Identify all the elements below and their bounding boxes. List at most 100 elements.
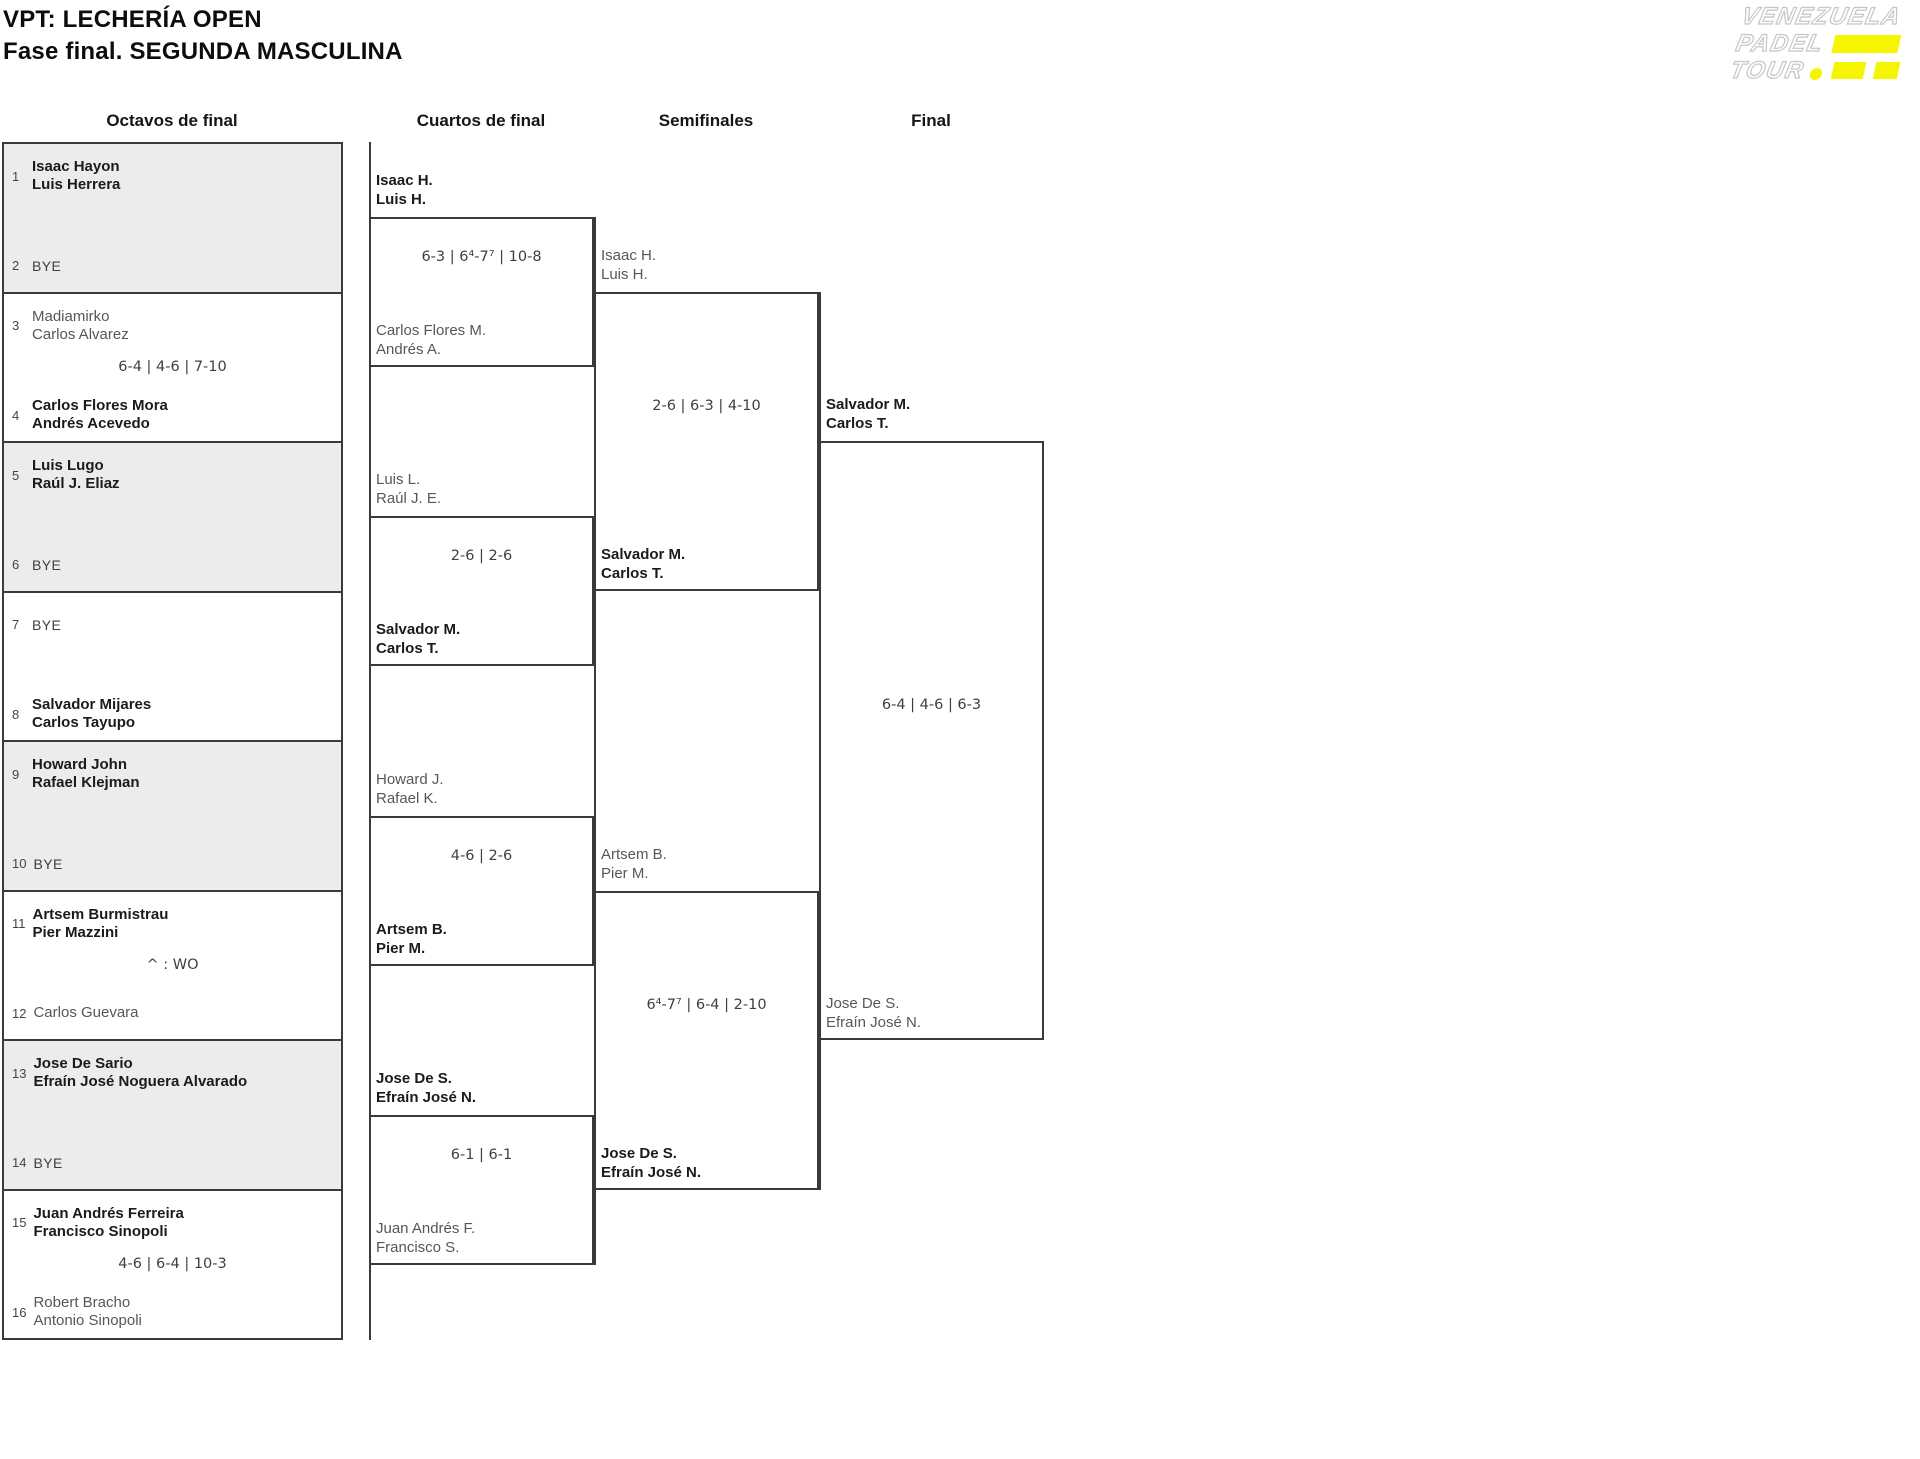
- player-name: Raúl J. Eliaz: [32, 475, 120, 492]
- team-label[interactable]: Artsem B. Pier M.: [601, 845, 816, 883]
- player-name: Carlos Tayupo: [32, 714, 136, 731]
- team-label[interactable]: Isaac H. Luis H.: [376, 171, 591, 209]
- player-name: Andrés A.: [376, 341, 442, 358]
- player-name: Pier M.: [376, 940, 426, 957]
- r16-match-6: 11 Artsem Burmistrau Pier Mazzini ^ : WO…: [4, 889, 341, 1039]
- round-header-octavos: Octavos de final: [106, 111, 238, 130]
- team-label[interactable]: Howard J. Rafael K.: [376, 770, 591, 808]
- qf-match-box-4: [369, 1115, 594, 1265]
- team-label[interactable]: Salvador M. Carlos T.: [601, 545, 816, 583]
- match-slot-bottom: 10 BYE: [12, 845, 335, 883]
- match-score-wrap: 6⁴-7⁷ | 6-4 | 2-10: [594, 996, 819, 1014]
- logo-row-1: VENEZUELA: [1739, 2, 1912, 30]
- logo-row-2: PADEL: [1733, 29, 1907, 57]
- team-name[interactable]: Robert Bracho Antonio Sinopoli: [33, 1294, 141, 1330]
- team-name[interactable]: Howard John Rafael Klejman: [32, 756, 140, 792]
- player-name: Carlos Flores M.: [376, 322, 487, 339]
- team-name[interactable]: Carlos Flores Mora Andrés Acevedo: [32, 397, 168, 433]
- team-name[interactable]: Juan Andrés Ferreira Francisco Sinopoli: [33, 1205, 183, 1241]
- player-name: Carlos T.: [601, 565, 664, 582]
- match-score: 6-4 | 4-6 | 6-3: [881, 697, 982, 713]
- player-name: Luis Herrera: [32, 176, 121, 193]
- match-slot-top: 9 Howard John Rafael Klejman: [12, 755, 335, 793]
- r16-match-7: 13 Jose De Sario Efraín José Noguera Alv…: [4, 1039, 341, 1189]
- round-header-cuartos: Cuartos de final: [416, 111, 546, 130]
- team-name[interactable]: Salvador Mijares Carlos Tayupo: [32, 696, 151, 732]
- qf-match-box-3: [369, 816, 594, 966]
- page-title: VPT: LECHERÍA OPEN: [3, 6, 262, 33]
- team-label[interactable]: Luis L. Raúl J. E.: [376, 470, 591, 508]
- seed-number: 11: [12, 916, 26, 931]
- match-slot-bottom: 2 BYE: [12, 247, 335, 285]
- logo-yellow-bar-icon: [1830, 62, 1867, 79]
- team-label[interactable]: Salvador M. Carlos T.: [826, 395, 1041, 433]
- team-label[interactable]: Juan Andrés F. Francisco S.: [376, 1219, 591, 1257]
- team-name[interactable]: Isaac Hayon Luis Herrera: [32, 158, 120, 194]
- team-label[interactable]: Jose De S. Efraín José N.: [601, 1144, 816, 1182]
- match-slot-bottom: 16 Robert Bracho Antonio Sinopoli: [12, 1293, 335, 1331]
- r16-match-8: 15 Juan Andrés Ferreira Francisco Sinopo…: [4, 1188, 341, 1338]
- match-score-wrap: 2-6 | 6-3 | 4-10: [594, 397, 819, 415]
- team-label[interactable]: Salvador M. Carlos T.: [376, 620, 591, 658]
- qf-match-box-1: [369, 217, 594, 367]
- team-name[interactable]: Carlos Guevara: [33, 1004, 138, 1022]
- player-name: Howard John: [32, 756, 128, 773]
- player-name: Efraín José N.: [826, 1014, 922, 1031]
- team-name: BYE: [32, 556, 61, 574]
- match-score: 6⁴-7⁷ | 6-4 | 2-10: [646, 997, 767, 1013]
- player-name: Pier M.: [601, 865, 649, 882]
- seed-number: 14: [12, 1155, 27, 1170]
- logo-row-3: TOUR: [1727, 56, 1901, 84]
- team-name[interactable]: Luis Lugo Raúl J. Eliaz: [32, 457, 120, 493]
- match-slot-top: 3 Madiamirko Carlos Alvarez: [12, 307, 335, 345]
- team-name: BYE: [32, 616, 61, 634]
- match-slot-bottom: 6 BYE: [12, 546, 335, 584]
- player-name: Rafael Klejman: [32, 774, 140, 791]
- logo-text-padel: PADEL: [1733, 29, 1827, 57]
- team-name[interactable]: Madiamirko Carlos Alvarez: [32, 308, 129, 344]
- player-name: Antonio Sinopoli: [33, 1312, 142, 1329]
- page-subtitle: Fase final. SEGUNDA MASCULINA: [3, 38, 403, 65]
- player-name: Robert Bracho: [33, 1294, 131, 1311]
- player-name: Efraín José N.: [601, 1164, 702, 1181]
- seed-number: 2: [12, 258, 20, 273]
- logo-text-tour: TOUR: [1727, 56, 1808, 84]
- player-name: Isaac Hayon: [32, 158, 120, 175]
- player-name: Juan Andrés Ferreira: [33, 1204, 184, 1222]
- team-name[interactable]: Jose De Sario Efraín José Noguera Alvara…: [33, 1055, 247, 1091]
- team-label[interactable]: Isaac H. Luis H.: [601, 246, 816, 284]
- logo-yellow-bar-icon: [1831, 34, 1902, 53]
- match-score-wrap: ^ : WO: [4, 956, 341, 974]
- team-name[interactable]: Artsem Burmistrau Pier Mazzini: [33, 906, 169, 942]
- match-score: 6-1 | 6-1: [450, 1147, 513, 1163]
- match-slot-top: 1 Isaac Hayon Luis Herrera: [12, 157, 335, 195]
- walkover-score: ^ : WO: [146, 957, 199, 974]
- bye-label: BYE: [33, 1154, 63, 1171]
- r16-match-3: 5 Luis Lugo Raúl J. Eliaz 6 BYE: [4, 441, 341, 591]
- player-name: Raúl J. E.: [376, 490, 442, 507]
- team-label[interactable]: Carlos Flores M. Andrés A.: [376, 321, 591, 359]
- player-name: Luis L.: [376, 471, 421, 488]
- team-label[interactable]: Jose De S. Efraín José N.: [376, 1069, 591, 1107]
- player-name: Andrés Acevedo: [32, 415, 150, 432]
- match-slot-top: 15 Juan Andrés Ferreira Francisco Sinopo…: [12, 1204, 335, 1242]
- semifinal-rail-line: [594, 217, 596, 1265]
- player-name: Isaac H.: [601, 247, 657, 264]
- team-label[interactable]: Artsem B. Pier M.: [376, 920, 591, 958]
- player-name: Jose De S.: [601, 1145, 677, 1162]
- seed-number: 1: [12, 168, 20, 184]
- match-score-wrap: 2-6 | 2-6: [369, 547, 594, 565]
- match-slot-bottom: 8 Salvador Mijares Carlos Tayupo: [12, 695, 335, 733]
- venezuela-padel-tour-logo: VENEZUELA PADEL TOUR: [1727, 2, 1913, 84]
- player-name: Carlos Alvarez: [32, 325, 129, 343]
- team-label[interactable]: Jose De S. Efraín José N.: [826, 994, 1041, 1032]
- seed-number: 6: [12, 557, 20, 572]
- quarterfinal-rail-line: [369, 142, 371, 1340]
- player-name: Madiamirko: [32, 307, 110, 325]
- seed-number: 15: [12, 1215, 27, 1230]
- match-slot-top: 11 Artsem Burmistrau Pier Mazzini: [12, 905, 335, 943]
- logo-text-venezuela: VENEZUELA: [1739, 2, 1905, 30]
- team-name: BYE: [33, 855, 62, 873]
- bye-label: BYE: [32, 257, 62, 274]
- match-score: 6-3 | 6⁴-7⁷ | 10-8: [421, 249, 542, 265]
